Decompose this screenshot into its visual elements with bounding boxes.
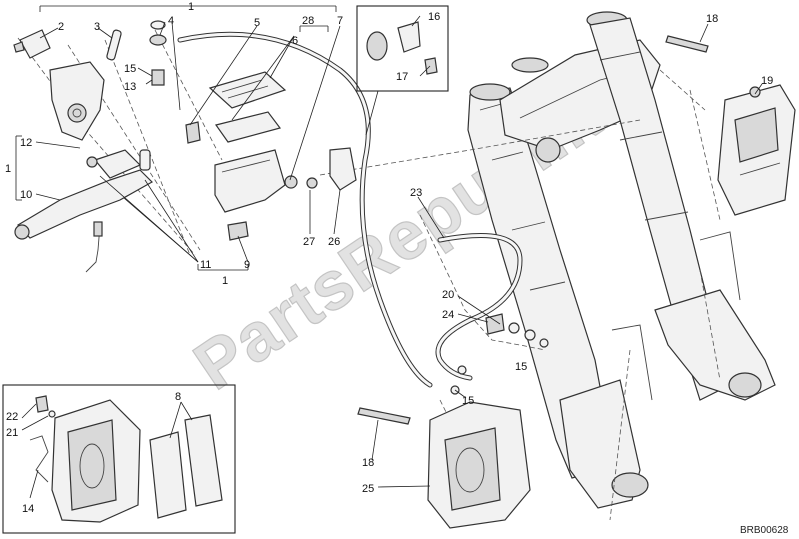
reservoir-cap <box>208 71 287 109</box>
callout-4: 4 <box>168 15 174 27</box>
callout-25: 25 <box>362 483 374 495</box>
callout-2: 2 <box>58 21 64 33</box>
brake-lever <box>17 169 153 239</box>
banjo-bolt <box>151 69 165 86</box>
callout-11: 11 <box>200 259 211 271</box>
caliper-lower <box>357 401 531 529</box>
callout-15-a: 15 <box>124 63 136 75</box>
leader-lines <box>15 5 763 499</box>
callout-28: 28 <box>302 15 314 27</box>
clamp-screw <box>13 41 25 53</box>
caliper-right <box>665 35 796 216</box>
hose-bracket <box>306 147 357 191</box>
callout-22: 22 <box>6 411 18 423</box>
washer-15b <box>539 338 549 348</box>
callout-18-bottom: 18 <box>362 457 374 469</box>
callout-14: 14 <box>22 503 34 515</box>
pivot-bush <box>86 156 98 168</box>
axle-lug-left <box>611 472 649 498</box>
callout-15-c: 15 <box>462 395 474 407</box>
callout-1-bottom: 1 <box>222 275 228 287</box>
callout-18-top: 18 <box>706 13 718 25</box>
master-cylinder-body <box>49 61 105 141</box>
callout-13: 13 <box>124 81 136 93</box>
reservoir-grommet <box>227 221 249 241</box>
callout-17: 17 <box>396 71 408 83</box>
callout-7: 7 <box>337 15 343 27</box>
washer-20 <box>508 322 520 334</box>
callout-26: 26 <box>328 236 340 248</box>
callout-21: 21 <box>6 427 18 439</box>
assembly-guides <box>17 29 721 521</box>
pin-22 <box>35 395 49 413</box>
lever-spring <box>139 149 151 171</box>
callout-9: 9 <box>244 259 250 271</box>
screw-17 <box>424 57 438 75</box>
callout-27: 27 <box>303 236 315 248</box>
callout-6: 6 <box>292 35 298 47</box>
caliper-bolt-18b <box>357 407 411 425</box>
callout-10: 10 <box>20 189 32 201</box>
callout-labels: 1 2 3 4 5 6 7 28 16 17 18 19 15 13 12 1 … <box>5 1 773 515</box>
callout-3: 3 <box>94 21 100 33</box>
steering-nut <box>535 137 561 163</box>
washer-15 <box>524 329 536 341</box>
callout-12: 12 <box>20 137 32 149</box>
reservoir-group <box>185 71 298 241</box>
fitting-washer <box>150 20 166 30</box>
fork-cap-left <box>469 83 511 101</box>
callout-19: 19 <box>761 75 773 87</box>
inset-clip-detail <box>356 5 449 136</box>
handlebar-clamp <box>19 29 51 59</box>
fitting-cap <box>149 34 167 46</box>
diagram-code: BRB00628 <box>740 525 789 536</box>
front-fork-assembly <box>467 11 776 509</box>
brake-pad-right <box>184 414 223 507</box>
lever-pin <box>106 29 122 61</box>
inset-frame-top <box>356 5 449 92</box>
caliper-bolt-18 <box>665 35 709 53</box>
clip-21 <box>48 410 56 418</box>
callout-20: 20 <box>442 289 454 301</box>
pad-spring-14 <box>29 435 49 483</box>
callout-24: 24 <box>442 309 454 321</box>
reservoir-body <box>214 149 286 213</box>
cylinder-port <box>67 103 87 123</box>
stop-switch <box>93 221 103 237</box>
bracket-26 <box>329 147 357 191</box>
callout-8: 8 <box>175 391 181 403</box>
callout-5: 5 <box>254 17 260 29</box>
brake-pad-left <box>149 431 187 519</box>
inset-frame-bottom <box>2 384 236 534</box>
callout-15-b: 15 <box>515 361 527 373</box>
master-cylinder-group <box>13 20 167 273</box>
lever-tip <box>14 224 30 240</box>
reservoir-screw <box>185 121 201 144</box>
switch-wire <box>85 224 101 273</box>
callout-1-left: 1 <box>5 163 11 175</box>
grommet <box>366 31 388 61</box>
inset-caliper-detail <box>2 384 236 534</box>
bracket-screw-27 <box>306 177 318 189</box>
callout-1-top: 1 <box>188 1 194 13</box>
callout-23: 23 <box>410 187 422 199</box>
banjo-bolt-24 <box>485 313 505 335</box>
fork-cap-mid <box>511 57 549 73</box>
callout-16: 16 <box>428 11 440 23</box>
reservoir-diaphragm <box>215 111 282 143</box>
axle-lug-right <box>728 372 762 398</box>
clip-16 <box>397 21 421 53</box>
